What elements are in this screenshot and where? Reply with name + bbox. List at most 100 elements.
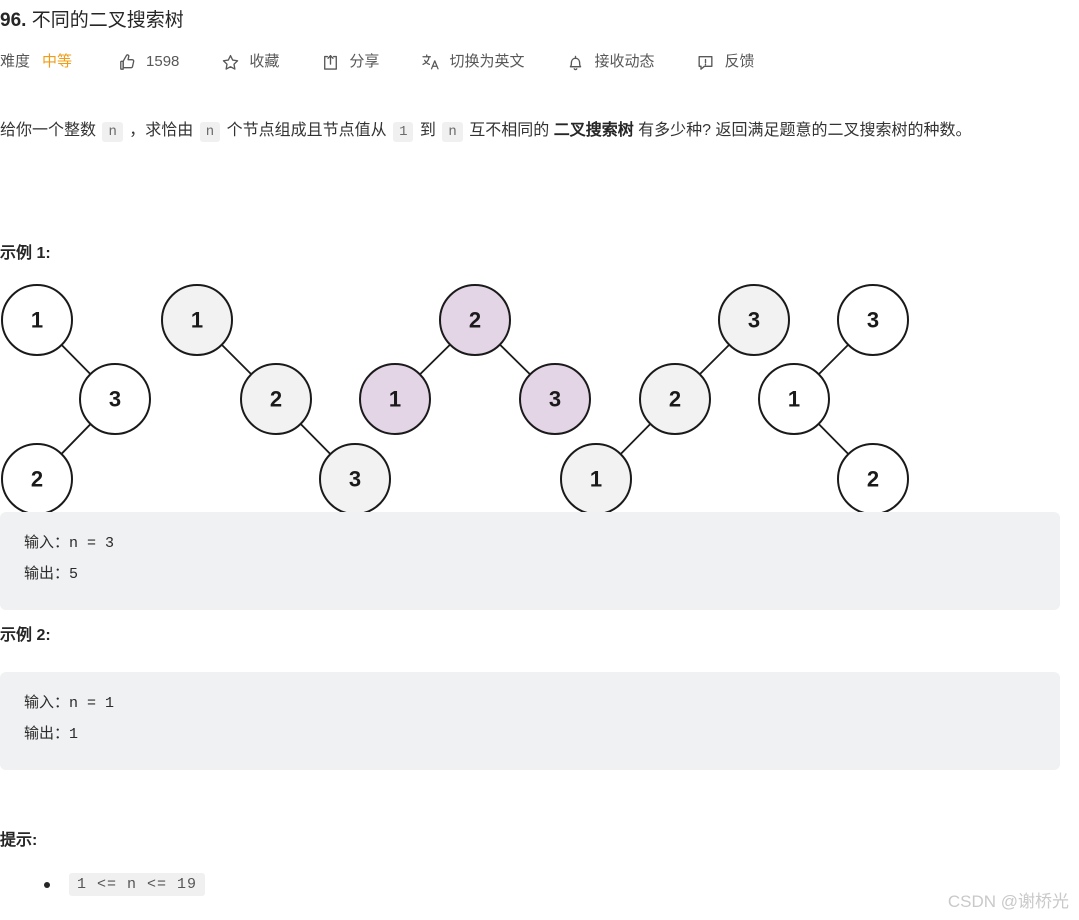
tree-node-label: 2: [270, 387, 282, 412]
tree-node: 3: [718, 284, 790, 356]
tree-5: 3 1 2: [758, 284, 909, 512]
desc-text-5: 互不相同的: [464, 122, 554, 139]
tree-node-circle: [560, 443, 632, 512]
tree-node: 2: [439, 284, 511, 356]
tree-edge: [419, 343, 451, 376]
inline-code-n-2: n: [199, 122, 221, 142]
tree-edge: [499, 343, 531, 376]
hints-list: 1 <= n <= 19: [0, 872, 600, 897]
tree-node-circle: [439, 284, 511, 356]
problem-name: 不同的二叉搜索树: [31, 10, 184, 31]
watermark: CSDN @谢桥光: [947, 892, 1069, 911]
problem-number: 96.: [0, 10, 27, 31]
share-label: 分享: [349, 53, 380, 70]
desc-text-1: 给你一个整数: [0, 122, 101, 139]
tree-node-circle: [718, 284, 790, 356]
tree-node-label: 1: [788, 387, 800, 412]
bell-icon: [566, 53, 585, 72]
tree-node: 1: [161, 284, 233, 356]
tree-node-circle: [240, 363, 312, 435]
tree-node-circle: [79, 363, 151, 435]
translate-button[interactable]: 切换为英文: [421, 51, 524, 73]
desc-text-3: 个节点组成且节点值从: [222, 122, 392, 139]
tree-node-label: 3: [549, 387, 561, 412]
tree-2: 1 2 3: [161, 284, 391, 512]
tree-edge: [818, 344, 849, 375]
tree-node-label: 3: [867, 308, 879, 333]
tree-node-label: 3: [109, 387, 121, 412]
tree-node: 2: [837, 443, 909, 512]
tree-node: 3: [319, 443, 391, 512]
tree-edge: [619, 423, 652, 455]
like-count: 1598: [146, 53, 180, 70]
difficulty-label: 难度: [0, 53, 31, 70]
tree-edge: [60, 344, 92, 375]
tree-node-label: 1: [31, 308, 43, 333]
tree-node-circle: [1, 443, 73, 512]
feedback-button[interactable]: 反馈: [696, 51, 754, 73]
tree-node-label: 2: [867, 467, 879, 492]
tree-edge: [817, 423, 850, 455]
translate-icon: [421, 53, 440, 72]
tree-node: 1: [359, 363, 431, 435]
tree-node: 2: [1, 443, 73, 512]
tree-node: 3: [837, 284, 909, 356]
tree-node: 1: [1, 284, 73, 356]
example-2-heading: 示例 2:: [0, 627, 51, 644]
inline-code-n-1: n: [102, 122, 123, 142]
tree-node: 1: [758, 363, 830, 435]
subscribe-button[interactable]: 接收动态: [566, 51, 654, 73]
tree-node-label: 2: [31, 467, 43, 492]
feedback-label: 反馈: [724, 53, 755, 70]
tree-edge: [699, 344, 730, 375]
subscribe-label: 接收动态: [594, 53, 655, 70]
tree-node-circle: [359, 363, 431, 435]
tree-node-label: 2: [469, 308, 481, 333]
desc-text-6: 有多少种? 返回满足题意的二叉搜索树的种数。: [633, 122, 972, 139]
desc-text-4: 到: [415, 122, 441, 139]
tree-edge: [221, 344, 252, 375]
tree-edge: [60, 423, 92, 455]
difficulty-block: 难度 中等: [0, 51, 72, 73]
favorite-label: 收藏: [249, 53, 280, 70]
inline-code-n-3: n: [442, 122, 463, 142]
share-icon: [321, 53, 340, 72]
tree-node-circle: [161, 284, 233, 356]
difficulty-value: 中等: [42, 53, 73, 70]
example-1-code: 输入：n = 3 输出：5: [0, 512, 1060, 610]
hints-heading: 提示:: [0, 832, 38, 849]
problem-description: 给你一个整数 n ，求恰由 n 个节点组成且节点值从 1 到 n 互不相同的 二…: [0, 116, 1075, 147]
thumbs-up-icon: [118, 53, 137, 72]
translate-label: 切换为英文: [449, 53, 525, 70]
tree-node-circle: [758, 363, 830, 435]
share-button[interactable]: 分享: [321, 51, 379, 73]
favorite-button[interactable]: 收藏: [221, 51, 279, 73]
example-1-heading: 示例 1:: [0, 245, 51, 262]
like-button[interactable]: 1598: [118, 51, 179, 73]
feedback-icon: [696, 53, 715, 72]
tree-1: 1 3 2: [1, 284, 151, 512]
tree-node-circle: [837, 443, 909, 512]
tree-node-circle: [319, 443, 391, 512]
tree-node: 2: [240, 363, 312, 435]
tree-node: 3: [519, 363, 591, 435]
tree-node: 3: [79, 363, 151, 435]
constraint-code: 1 <= n <= 19: [69, 873, 206, 896]
page-title: 96. 不同的二叉搜索树: [0, 8, 184, 34]
tree-node-label: 1: [191, 308, 203, 333]
inline-code-1: 1: [393, 122, 414, 142]
desc-emphasis: 二叉搜索树: [553, 122, 634, 139]
tree-node: 1: [560, 443, 632, 512]
tree-node-circle: [1, 284, 73, 356]
tree-node: 2: [639, 363, 711, 435]
tree-node-label: 1: [389, 387, 401, 412]
meta-toolbar: 难度 中等 1598 收藏: [0, 48, 754, 76]
example-2-code: 输入：n = 1 输出：1: [0, 672, 1060, 770]
desc-text-2: ，求恰由: [124, 122, 198, 139]
tree-edge: [299, 423, 332, 455]
tree-node-circle: [519, 363, 591, 435]
tree-node-label: 1: [590, 467, 602, 492]
tree-4: 32 1: [560, 284, 790, 512]
